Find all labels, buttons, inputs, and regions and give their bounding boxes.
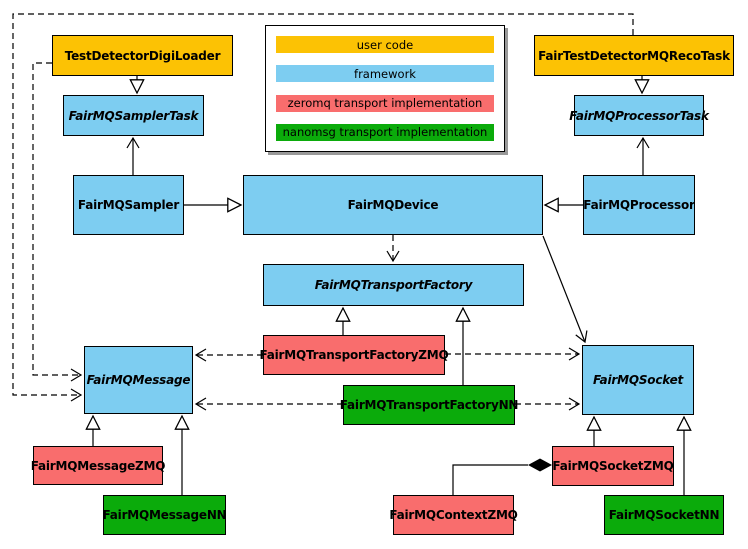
node-fairmqtransportfactory: FairMQTransportFactory <box>263 264 524 306</box>
node-fairmqprocessor: FairMQProcessor <box>583 175 695 235</box>
node-fairmqdevice: FairMQDevice <box>243 175 543 235</box>
legend-item-framework: framework <box>276 65 494 83</box>
legend-label: zeromq transport implementation <box>287 96 483 111</box>
legend: user code framework zeromq transport imp… <box>265 25 505 152</box>
node-fairtestdetectormqrecotask: FairTestDetectorMQRecoTask <box>534 35 734 76</box>
node-fairmqmessage: FairMQMessage <box>84 346 193 414</box>
node-fairmqcontextzmq: FairMQContextZMQ <box>389 495 518 535</box>
node-fairmqsampler: FairMQSampler <box>73 175 184 235</box>
legend-item-zeromq: zeromq transport implementation <box>276 94 494 112</box>
node-fairmqmessagenn: FairMQMessageNN <box>102 495 227 535</box>
edge-socketzmq-contextzmq <box>452 464 528 495</box>
node-fairmqsocketnn: FairMQSocketNN <box>604 495 724 535</box>
node-fairmqsocketzmq: FairMQSocketZMQ <box>552 446 674 486</box>
legend-label: user code <box>356 37 414 52</box>
node-fairmqsocket: FairMQSocket <box>582 345 694 415</box>
node-fairmqtransportfactorynn: FairMQTransportFactoryNN <box>340 385 518 425</box>
node-fairmqtransportfactoryzmq: FairMQTransportFactoryZMQ <box>259 335 449 375</box>
composition-diamond-icon <box>528 458 552 472</box>
legend-label: nanomsg transport implementation <box>282 125 488 140</box>
node-fairmqmessagezmq: FairMQMessageZMQ <box>31 446 166 485</box>
node-fairmqsamplertask: FairMQSamplerTask <box>63 95 204 136</box>
legend-label: framework <box>354 66 416 81</box>
node-fairmqprocessortask: FairMQProcessorTask <box>569 95 709 136</box>
edge-device-socket <box>542 235 588 344</box>
node-testdetectordigiloader: TestDetectorDigiLoader <box>52 35 233 76</box>
legend-item-user-code: user code <box>276 36 494 53</box>
legend-item-nanomsg: nanomsg transport implementation <box>276 123 494 141</box>
